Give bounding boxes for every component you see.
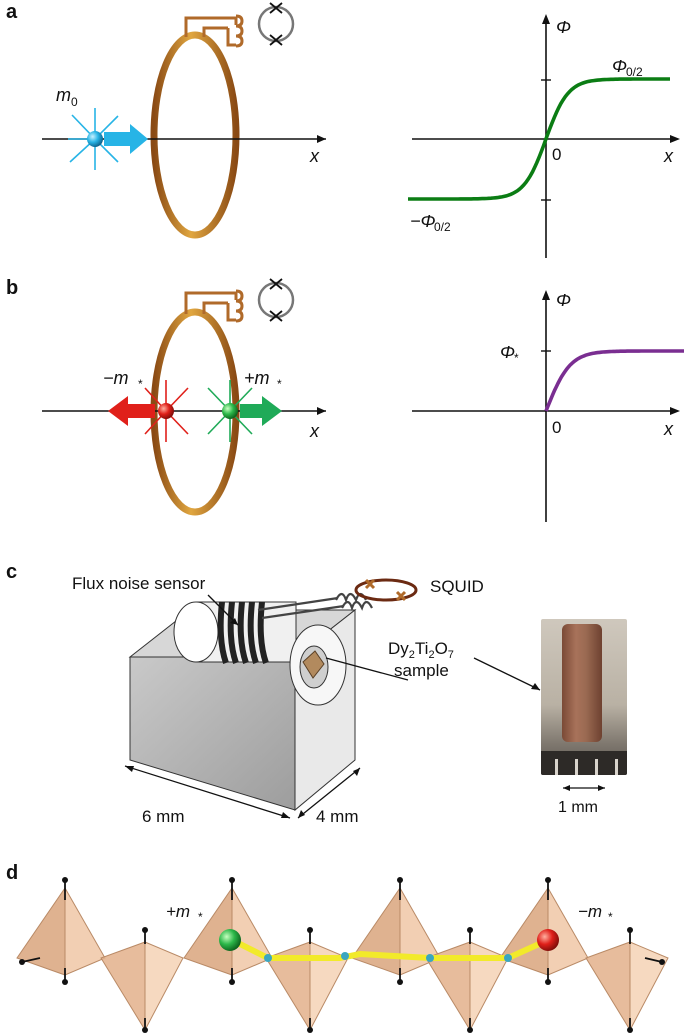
squid-symbol-a [257, 2, 295, 46]
spin-head [229, 979, 235, 985]
graph-b-y-label: Φ [556, 290, 571, 310]
dimension-depth [297, 767, 361, 819]
monopole-positive [207, 380, 282, 442]
spin-head [467, 927, 473, 933]
photo-pointer [473, 657, 541, 691]
tetrahedron [585, 941, 631, 1032]
tetrahedron [64, 886, 106, 976]
spin-head [397, 979, 403, 985]
scale-bar [563, 785, 605, 791]
spin-head [545, 979, 551, 985]
tetrahedron [399, 886, 441, 976]
spin-head [627, 927, 633, 933]
graph-b-x-label: x [663, 419, 674, 439]
sample-pointer [325, 657, 409, 681]
x-label-b: x [309, 421, 320, 441]
flux-sensor-label: Flux noise sensor [72, 574, 206, 593]
monopole-positive-d [219, 929, 241, 951]
spin-head [62, 979, 68, 985]
pickup-loop-a [150, 14, 244, 239]
flux-graph-b [412, 290, 684, 522]
tetrahedron [469, 941, 509, 1031]
sample-formula: Dy2Ti2O7 [388, 639, 454, 661]
graph-a-lower-label: −Φ [410, 211, 436, 231]
sample-word: sample [394, 661, 449, 680]
label-positive-star-d: * [198, 910, 203, 924]
graph-a-origin: 0 [552, 145, 561, 164]
scale-label: 1 mm [558, 799, 598, 816]
spin-head [307, 1027, 313, 1033]
monopole-m0 [68, 108, 148, 170]
graph-b-level-label: Φ [500, 342, 515, 362]
label-positive-m: +m [244, 368, 270, 388]
tetrahedron [231, 886, 273, 976]
spin-head [229, 877, 235, 883]
graph-b-origin: 0 [552, 418, 561, 437]
spin-head [19, 959, 25, 965]
tetrahedron [351, 886, 401, 976]
tetrahedron [144, 941, 184, 1031]
ruler [541, 751, 627, 775]
label-negative-m-d: −m [578, 902, 602, 921]
tetrahedron [499, 886, 549, 976]
graph-a-x-label: x [663, 146, 674, 166]
monopole-label-m: m [56, 85, 71, 105]
spin-head [142, 1027, 148, 1033]
flux-graph-a [408, 14, 680, 258]
monopole-label-sub: 0 [71, 95, 78, 109]
x-label-a: x [309, 146, 320, 166]
squid-symbol-b [257, 278, 295, 322]
spin-head [307, 927, 313, 933]
monopole-negative [108, 380, 189, 442]
sample-crystal [562, 624, 602, 742]
graph-a-upper-sub: 0/2 [626, 65, 643, 79]
spin-head [397, 877, 403, 883]
squid-ring [354, 578, 418, 602]
spin-head [545, 877, 551, 883]
graph-a-upper-label: Φ [612, 56, 627, 76]
flux-curve-b [544, 349, 684, 412]
pickup-loop-b [150, 289, 244, 516]
panel-label-c: c [6, 561, 17, 583]
sample-photo [541, 619, 627, 775]
spin-head [467, 1027, 473, 1033]
depth-label: 4 mm [316, 807, 359, 826]
tetrahedron [100, 941, 146, 1032]
spin-head [62, 877, 68, 883]
label-negative-star: * [138, 377, 143, 391]
panel-label-a: a [6, 1, 18, 23]
squid-label: SQUID [430, 577, 484, 596]
graph-a-y-label: Φ [556, 17, 571, 37]
label-negative-m: −m [103, 368, 129, 388]
pyrochlore-chain [16, 877, 669, 1033]
label-positive-star: * [277, 377, 282, 391]
graph-b-level-sub: * [514, 351, 519, 365]
spin-head [142, 927, 148, 933]
dirac-string [229, 937, 551, 962]
panel-label-d: d [6, 862, 18, 884]
flux-curve-a [408, 77, 670, 201]
monopole-negative-d [537, 929, 559, 951]
width-label: 6 mm [142, 807, 185, 826]
tetrahedron [309, 941, 349, 1031]
spin-head [627, 1027, 633, 1033]
label-positive-m-d: +m [166, 902, 190, 921]
spin-arrow [21, 957, 41, 963]
graph-a-lower-sub: 0/2 [434, 220, 451, 234]
label-negative-star-d: * [608, 910, 613, 924]
spin-head [659, 959, 665, 965]
panel-label-b: b [6, 277, 18, 299]
dimension-width [124, 765, 291, 819]
tetrahedron [629, 941, 669, 1031]
